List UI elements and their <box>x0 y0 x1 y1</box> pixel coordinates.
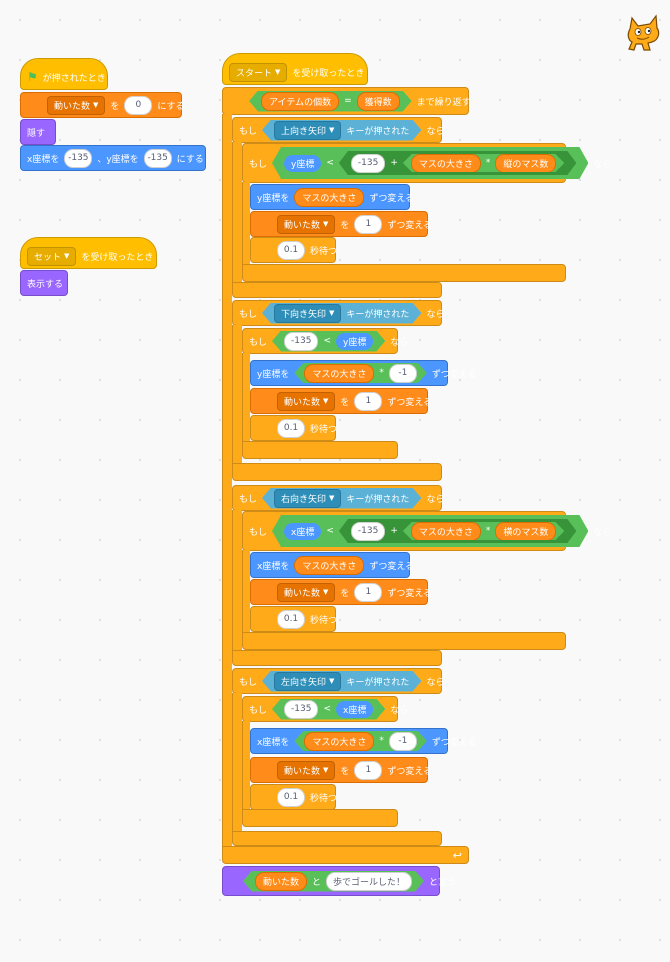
multiply-operator[interactable]: マスの大きさ * 縦のマス数 <box>403 154 565 172</box>
change-variable-block[interactable]: 動いた数▼ を 1 ずつ変える <box>250 757 432 783</box>
if-arm <box>232 510 242 652</box>
scratch-cat-icon <box>627 14 660 51</box>
message-dropdown[interactable]: スタート▼ <box>229 62 288 82</box>
chevron-down-icon: ▼ <box>275 68 281 76</box>
when-receive-start-hat[interactable]: スタート▼ を受け取ったとき <box>222 53 368 85</box>
chevron-down-icon: ▼ <box>323 588 329 596</box>
equals-operator[interactable]: アイテムの個数 = 獲得数 <box>249 91 412 112</box>
key-pressed-sensor[interactable]: 右向き矢印▼ キーが押された <box>262 488 421 509</box>
chevron-down-icon: ▼ <box>329 677 335 685</box>
key-dropdown[interactable]: 左向き矢印▼ <box>274 672 341 691</box>
x-position-reporter[interactable]: x座標 <box>284 523 321 540</box>
key-dropdown[interactable]: 上向き矢印▼ <box>274 121 341 140</box>
repeat-arm <box>222 114 232 848</box>
x-position-reporter[interactable]: x座標 <box>336 701 373 718</box>
multiply-operator[interactable]: マスの大きさ * -1 <box>294 363 427 383</box>
hide-block[interactable]: 隠す <box>20 119 56 145</box>
if-foot <box>232 463 442 481</box>
set-variable-block[interactable]: 動いた数▼ を 0 にする <box>20 92 185 118</box>
value-input[interactable]: 0 <box>124 95 153 115</box>
y-position-reporter[interactable]: y座標 <box>284 155 321 172</box>
if-y-bound-block[interactable]: もし y座標 < -135 + マスの大きさ * 縦のマス数 なら <box>242 143 611 183</box>
key-pressed-sensor[interactable]: 下向き矢印▼ キーが押された <box>262 303 421 324</box>
if-arm <box>242 550 250 634</box>
if-arm <box>232 142 242 284</box>
loop-arrow-icon: ↩ <box>452 849 462 862</box>
if-right-block[interactable]: もし 右向き矢印▼ キーが押された なら <box>232 485 444 511</box>
variable-dropdown[interactable]: 動いた数▼ <box>277 760 336 780</box>
if-arm <box>232 325 242 465</box>
chevron-down-icon: ▼ <box>323 766 329 774</box>
add-operator[interactable]: -135 + マスの大きさ * 横のマス数 <box>339 519 577 543</box>
variable-dropdown[interactable]: 動いた数▼ <box>47 95 106 115</box>
if-arm <box>242 353 250 443</box>
add-operator[interactable]: -135 + マスの大きさ * 縦のマス数 <box>339 151 577 175</box>
x-input[interactable]: -135 <box>64 148 93 168</box>
if-down-block[interactable]: もし 下向き矢印▼ キーが押された なら <box>232 300 444 326</box>
chevron-down-icon: ▼ <box>329 494 335 502</box>
if-x-bound-block[interactable]: もし x座標 < -135 + マスの大きさ * 横のマス数 なら <box>242 511 611 551</box>
if-left-block[interactable]: もし 左向き矢印▼ キーが押された なら <box>232 668 444 694</box>
message-dropdown[interactable]: セット▼ <box>27 246 77 266</box>
if-arm <box>232 693 242 833</box>
chevron-down-icon: ▼ <box>323 397 329 405</box>
chevron-down-icon: ▼ <box>329 309 335 317</box>
multiply-operator[interactable]: マスの大きさ * -1 <box>294 731 427 751</box>
goto-xy-block[interactable]: x座標を -135 、y座標を -135 にする <box>20 145 206 171</box>
repeat-foot: ↩ <box>222 846 469 864</box>
if-foot <box>232 831 442 846</box>
change-x-block[interactable]: x座標を マスの大きさ * -1 ずつ変える <box>250 728 477 754</box>
say-block[interactable]: 動いた数 と 歩でゴールした！ と言う <box>222 866 456 896</box>
y-position-reporter[interactable]: y座標 <box>336 333 373 350</box>
if-foot <box>242 264 566 282</box>
key-pressed-sensor[interactable]: 上向き矢印▼ キーが押された <box>262 120 421 141</box>
change-variable-block[interactable]: 動いた数▼ を 1 ずつ変える <box>250 579 432 605</box>
green-flag-icon: ⚑ <box>27 70 38 84</box>
if-y-lower-block[interactable]: もし -135 < y座標 なら <box>242 328 408 354</box>
if-foot <box>242 441 398 459</box>
change-x-block[interactable]: x座標を マスの大きさ ずつ変える <box>250 552 414 578</box>
variable-dropdown[interactable]: 動いた数▼ <box>277 214 336 234</box>
variable-dropdown[interactable]: 動いた数▼ <box>277 582 336 602</box>
y-input[interactable]: -135 <box>143 148 172 168</box>
multiply-operator[interactable]: マスの大きさ * 横のマス数 <box>403 522 565 540</box>
less-than-operator[interactable]: x座標 < -135 + マスの大きさ * 横のマス数 <box>272 515 588 547</box>
chevron-down-icon: ▼ <box>329 126 335 134</box>
chevron-down-icon: ▼ <box>64 252 70 260</box>
if-arm <box>242 721 250 811</box>
chevron-down-icon: ▼ <box>323 220 329 228</box>
key-dropdown[interactable]: 下向き矢印▼ <box>274 304 341 323</box>
if-foot <box>242 809 398 827</box>
join-operator[interactable]: 動いた数 と 歩でゴールした！ <box>243 871 424 892</box>
wait-block[interactable]: 0.1 秒待つ <box>250 415 337 441</box>
wait-block[interactable]: 0.1 秒待つ <box>250 606 337 632</box>
when-flag-clicked-hat[interactable]: ⚑ が押されたとき <box>20 58 108 90</box>
wait-block[interactable]: 0.1 秒待つ <box>250 237 337 263</box>
if-x-lower-block[interactable]: もし -135 < x座標 なら <box>242 696 408 722</box>
change-variable-block[interactable]: 動いた数▼ を 1 ずつ変える <box>250 211 432 237</box>
variable-dropdown[interactable]: 動いた数▼ <box>277 391 336 411</box>
if-foot <box>232 650 442 666</box>
change-variable-block[interactable]: 動いた数▼ を 1 ずつ変える <box>250 388 432 414</box>
chevron-down-icon: ▼ <box>93 101 99 109</box>
show-block[interactable]: 表示する <box>20 270 68 296</box>
key-pressed-sensor[interactable]: 左向き矢印▼ キーが押された <box>262 671 421 692</box>
if-arm <box>242 182 250 266</box>
change-y-block[interactable]: y座標を マスの大きさ ずつ変える <box>250 184 414 210</box>
variable-reporter[interactable]: 獲得数 <box>357 92 400 111</box>
repeat-until-block[interactable]: アイテムの個数 = 獲得数 まで繰り返す <box>222 87 471 115</box>
variable-reporter[interactable]: アイテムの個数 <box>261 92 339 111</box>
change-y-block[interactable]: y座標を マスの大きさ * -1 ずつ変える <box>250 360 477 386</box>
key-dropdown[interactable]: 右向き矢印▼ <box>274 489 341 508</box>
less-than-operator[interactable]: -135 < x座標 <box>272 699 385 720</box>
less-than-operator[interactable]: y座標 < -135 + マスの大きさ * 縦のマス数 <box>272 147 588 179</box>
less-than-operator[interactable]: -135 < y座標 <box>272 331 385 352</box>
number-input[interactable]: -135 <box>351 154 385 173</box>
if-up-block[interactable]: もし 上向き矢印▼ キーが押された なら <box>232 117 444 143</box>
when-receive-set-hat[interactable]: セット▼ を受け取ったとき <box>20 237 157 269</box>
if-foot <box>242 632 566 650</box>
if-foot <box>232 282 442 298</box>
wait-block[interactable]: 0.1 秒待つ <box>250 784 337 810</box>
